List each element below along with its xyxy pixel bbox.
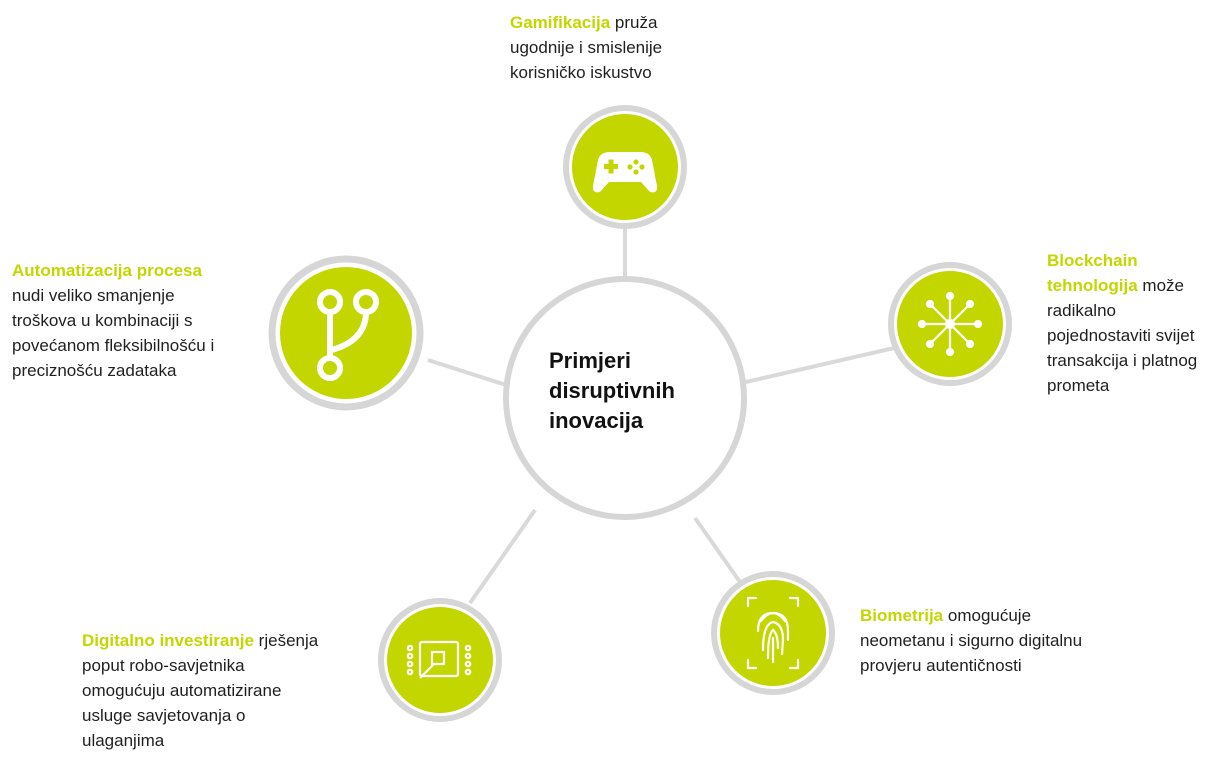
fingerprint-icon — [746, 596, 800, 670]
connector-blockchain — [745, 346, 895, 384]
investing-highlight: Digitalno investiranje — [82, 631, 254, 650]
node-investing-disc — [387, 607, 493, 713]
node-biometrics-disc — [720, 580, 826, 686]
gamepad-icon — [592, 152, 658, 193]
automation-description: Automatizacija procesa nudi veliko smanj… — [12, 258, 237, 383]
connector-automation — [427, 358, 507, 387]
center-title-line1: Primjeri — [549, 348, 631, 373]
node-biometrics — [711, 571, 835, 695]
blockchain-text: može radikalno pojednostaviti svijet tra… — [1047, 276, 1198, 395]
biometrics-text: omogućuje neometanu i sigurno digitalnu … — [860, 606, 1083, 675]
node-automation-disc — [280, 267, 412, 399]
branch-icon — [317, 289, 379, 381]
center-circle — [503, 276, 747, 520]
chip-icon — [406, 640, 472, 679]
center-title-line3: inovacija — [549, 408, 644, 433]
connector-biometrics — [693, 516, 742, 584]
node-gamification — [563, 105, 687, 229]
investing-text: rješenja poput robo-savjetnika omogućuju… — [82, 631, 319, 750]
node-blockchain — [888, 262, 1012, 386]
connector-investing — [468, 508, 537, 605]
blockchain-highlight: Blockchain tehnologija — [1047, 251, 1138, 295]
biometrics-description: Biometrija omogućuje neometanu i sigurno… — [860, 603, 1095, 678]
gamification-description: Gamifikacija pruža ugodnije i smislenije… — [510, 10, 725, 85]
center-title: Primjeri disruptivnih inovacija — [549, 346, 675, 436]
network-icon — [917, 291, 983, 357]
automation-highlight: Automatizacija procesa — [12, 261, 202, 280]
node-automation — [268, 255, 424, 411]
blockchain-description: Blockchain tehnologija može radikalno po… — [1047, 248, 1217, 398]
center-title-line2: disruptivnih — [549, 378, 675, 403]
biometrics-highlight: Biometrija — [860, 606, 944, 625]
investing-description: Digitalno investiranje rješenja poput ro… — [82, 628, 327, 753]
automation-text: nudi veliko smanjenje troškova u kombina… — [12, 286, 215, 380]
gamification-text: pruža ugodnije i smislenije korisničko i… — [510, 13, 663, 82]
connectors — [427, 222, 895, 605]
gamification-highlight: Gamifikacija — [510, 13, 611, 32]
node-investing — [378, 598, 502, 722]
